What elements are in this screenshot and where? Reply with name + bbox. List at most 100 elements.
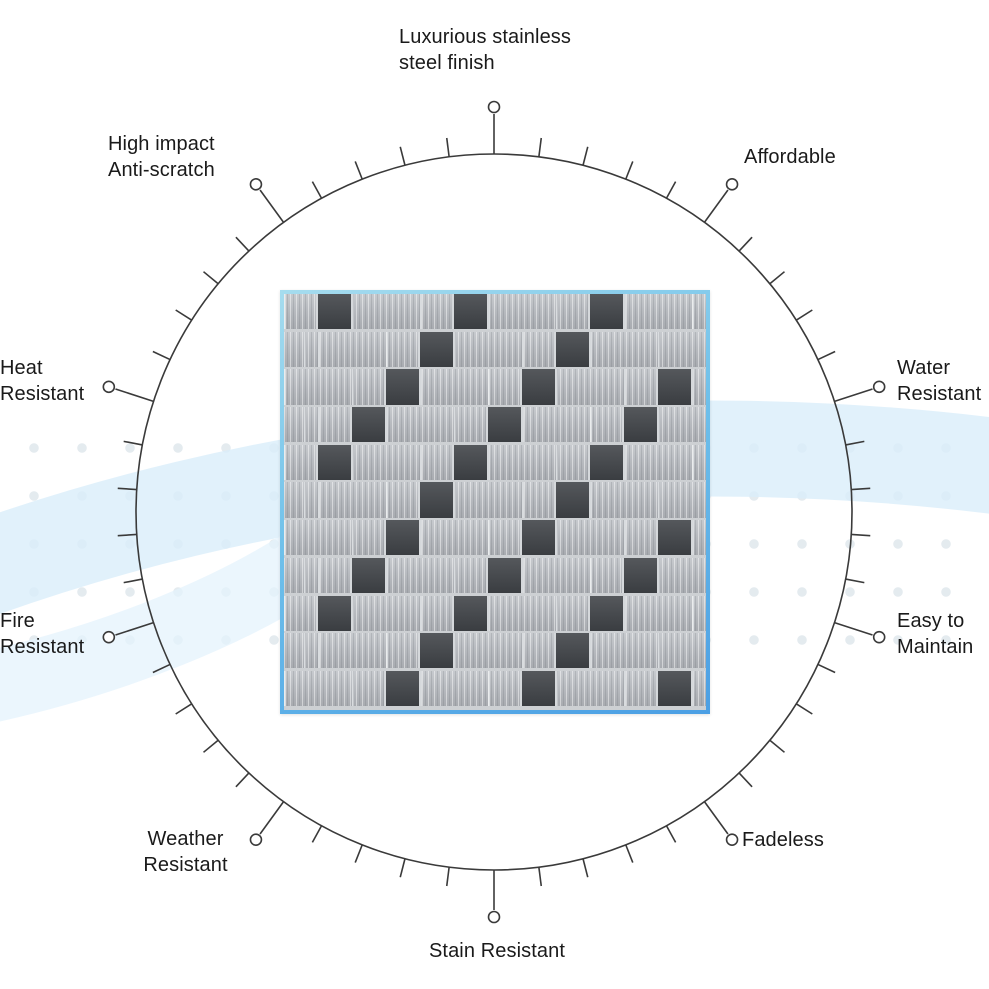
- tick-mark: [445, 137, 450, 157]
- tick-mark: [203, 739, 219, 753]
- feature-node: [872, 630, 886, 644]
- tile-dark-square: [454, 444, 487, 481]
- tile-dark-square: [522, 520, 555, 556]
- tile-dark-square: [386, 670, 419, 707]
- tile-row: [284, 407, 706, 443]
- tick-mark: [399, 146, 406, 166]
- tick-marks-group: [102, 100, 886, 924]
- tile-dark-square: [454, 595, 487, 631]
- feature-spoke-line: [259, 801, 285, 835]
- tick-mark: [152, 663, 171, 674]
- feature-node: [102, 630, 116, 644]
- tile-dark-square: [386, 369, 419, 405]
- tile-dark-square: [522, 369, 555, 405]
- tile-dark-square: [590, 595, 623, 631]
- tile-dark-square: [556, 331, 589, 367]
- feature-spoke-line: [703, 801, 729, 835]
- tick-mark: [817, 350, 836, 361]
- feature-spoke-line: [834, 621, 873, 636]
- tick-mark: [738, 772, 753, 788]
- tick-mark: [845, 440, 865, 446]
- feature-node: [872, 380, 886, 394]
- tick-mark: [582, 146, 589, 166]
- tick-mark: [538, 137, 543, 157]
- feature-spoke-line: [115, 388, 154, 403]
- tile-row: [284, 294, 706, 330]
- tile-row: [284, 633, 706, 669]
- tick-mark: [738, 236, 753, 252]
- tick-mark: [582, 858, 589, 878]
- tile-dark-square: [590, 294, 623, 330]
- tile-dark-square: [658, 520, 691, 556]
- tick-mark: [625, 161, 634, 180]
- tick-mark: [235, 236, 250, 252]
- feature-label-heat-resistant: Heat Resistant: [0, 357, 85, 405]
- tile-dark-square: [318, 294, 351, 330]
- feature-node: [725, 833, 739, 846]
- tile-row: [284, 520, 706, 556]
- product-tile-image: [280, 290, 710, 714]
- feature-node: [487, 910, 501, 924]
- feature-spoke-line: [703, 189, 729, 223]
- tick-mark: [203, 271, 219, 285]
- tile-dark-square: [454, 294, 487, 330]
- tick-mark: [845, 578, 865, 584]
- tick-mark: [152, 350, 171, 361]
- feature-label-stain-resistant: Stain Resistant: [428, 940, 565, 962]
- tile-dark-square: [658, 670, 691, 707]
- feature-label-weather-resistant: Weather Resistant: [143, 828, 228, 876]
- tile-dark-square: [420, 331, 453, 367]
- feature-node: [249, 178, 263, 191]
- tile-dark-square: [420, 633, 453, 669]
- tile-dark-square: [352, 407, 385, 443]
- tile-dark-square: [352, 557, 385, 594]
- tick-mark: [769, 739, 785, 753]
- feature-label-water-resistant: Water Resistant: [897, 357, 982, 405]
- tick-mark: [311, 825, 323, 843]
- tile-dark-square: [488, 557, 521, 594]
- tick-mark: [795, 703, 813, 715]
- tick-mark: [235, 772, 250, 788]
- tile-dark-square: [318, 444, 351, 481]
- tick-mark: [625, 844, 634, 863]
- feature-node: [249, 833, 263, 846]
- tile-row: [284, 444, 706, 481]
- tick-mark: [354, 844, 363, 863]
- tick-mark: [311, 181, 323, 199]
- tile-row: [284, 557, 706, 594]
- tick-mark: [117, 487, 137, 491]
- tick-mark: [769, 271, 785, 285]
- feature-label-luxurious-finish: Luxurious stainless steel finish: [399, 26, 571, 74]
- tick-mark: [665, 181, 677, 199]
- tick-mark: [175, 309, 193, 321]
- tick-mark: [538, 867, 543, 887]
- tile-dark-square: [386, 520, 419, 556]
- tile-row: [284, 482, 706, 518]
- tick-mark: [795, 309, 813, 321]
- tile-dark-square: [488, 407, 521, 443]
- feature-node: [102, 380, 116, 394]
- tick-mark: [399, 858, 406, 878]
- tick-mark: [117, 533, 137, 537]
- tile-row: [284, 595, 706, 631]
- tile-dark-square: [556, 633, 589, 669]
- tick-mark: [123, 578, 143, 584]
- tile-dark-square: [522, 670, 555, 707]
- tile-dark-square: [556, 482, 589, 518]
- feature-node: [725, 178, 739, 191]
- feature-label-high-impact: High impact Anti-scratch: [108, 133, 215, 181]
- tile-row: [284, 670, 706, 707]
- tile-row: [284, 331, 706, 367]
- tick-mark: [175, 703, 193, 715]
- tile-dark-square: [590, 444, 623, 481]
- tick-mark: [851, 487, 871, 491]
- tick-mark: [123, 440, 143, 446]
- tile-dark-square: [658, 369, 691, 405]
- feature-node: [487, 100, 501, 114]
- tile-dark-square: [318, 595, 351, 631]
- tick-mark: [354, 161, 363, 180]
- tile-dark-square: [624, 407, 657, 443]
- tick-mark: [445, 867, 450, 887]
